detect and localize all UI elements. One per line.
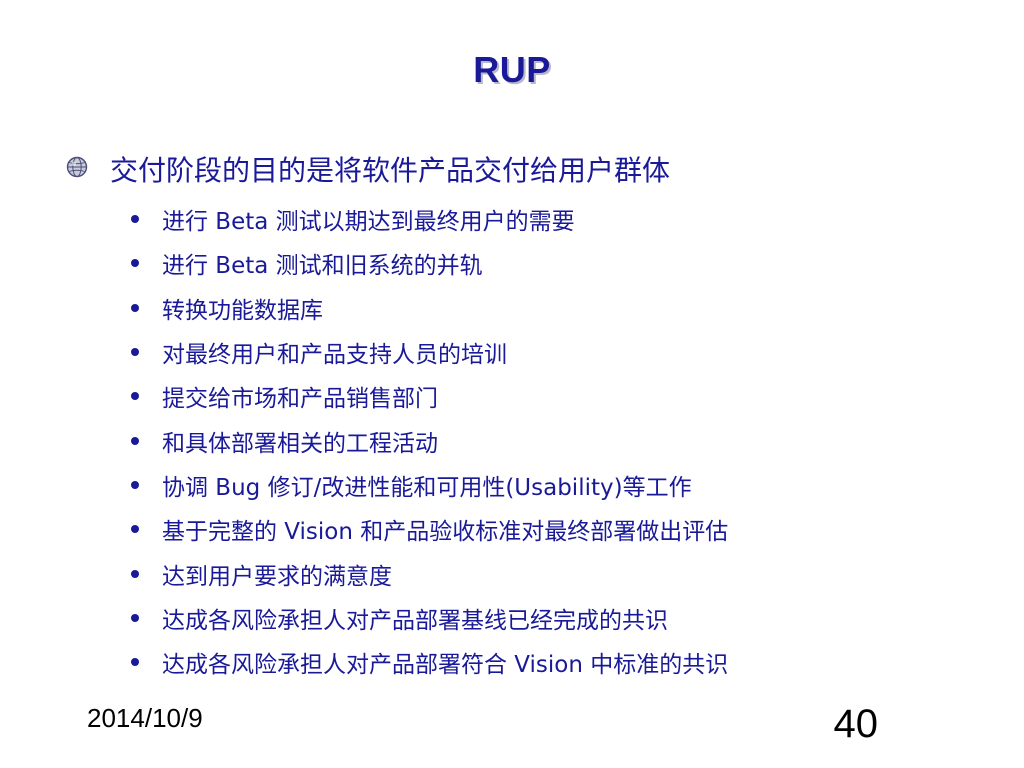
sub-point-text: 进行 Beta 测试以期达到最终用户的需要 — [162, 209, 575, 236]
sub-point-text: 基于完整的 Vision 和产品验收标准对最终部署做出评估 — [162, 519, 729, 546]
main-point: 交付阶段的目的是将软件产品交付给用户群体 — [66, 147, 670, 191]
list-item: 基于完整的 Vision 和产品验收标准对最终部署做出评估 — [128, 507, 728, 551]
sub-point-text: 提交给市场和产品销售部门 — [162, 386, 438, 413]
list-item: 提交给市场和产品销售部门 — [128, 374, 728, 418]
sub-point-text: 进行 Beta 测试和旧系统的并轨 — [162, 253, 483, 280]
dot-bullet-icon — [131, 392, 139, 401]
dot-bullet-icon — [131, 259, 139, 268]
list-item: 对最终用户和产品支持人员的培训 — [128, 330, 728, 374]
page-number: 40 — [833, 702, 879, 746]
dot-bullet-icon — [131, 480, 139, 489]
dot-bullet-icon — [131, 436, 139, 445]
dot-bullet-icon — [131, 525, 139, 534]
sub-point-text: 达成各风险承担人对产品部署基线已经完成的共识 — [162, 607, 668, 634]
sub-point-text: 对最终用户和产品支持人员的培训 — [162, 342, 507, 369]
dot-bullet-icon — [131, 658, 139, 667]
sub-point-text: 和具体部署相关的工程活动 — [162, 430, 438, 457]
dot-bullet-icon — [131, 569, 139, 578]
list-item: 和具体部署相关的工程活动 — [128, 418, 728, 462]
globe-bullet-icon — [66, 156, 88, 178]
sub-point-text: 转换功能数据库 — [162, 297, 323, 324]
dot-bullet-icon — [131, 215, 139, 224]
slide-title: RUP — [473, 49, 551, 90]
list-item: 进行 Beta 测试以期达到最终用户的需要 — [128, 197, 728, 241]
list-item: 协调 Bug 修订/改进性能和可用性(Usability)等工作 — [128, 463, 728, 507]
list-item: 转换功能数据库 — [128, 286, 728, 330]
main-point-text: 交付阶段的目的是将软件产品交付给用户群体 — [110, 154, 671, 187]
sub-point-text: 达成各风险承担人对产品部署符合 Vision 中标准的共识 — [162, 652, 729, 679]
list-item: 达成各风险承担人对产品部署符合 Vision 中标准的共识 — [128, 640, 728, 684]
sub-point-text: 达到用户要求的满意度 — [162, 563, 392, 590]
dot-bullet-icon — [131, 613, 139, 622]
sub-point-list: 进行 Beta 测试以期达到最终用户的需要 进行 Beta 测试和旧系统的并轨 … — [128, 197, 728, 684]
footer-date: 2014/10/9 — [87, 703, 203, 733]
list-item: 达到用户要求的满意度 — [128, 551, 728, 595]
list-item: 进行 Beta 测试和旧系统的并轨 — [128, 241, 728, 285]
dot-bullet-icon — [131, 303, 139, 312]
list-item: 达成各风险承担人对产品部署基线已经完成的共识 — [128, 596, 728, 640]
sub-point-text: 协调 Bug 修订/改进性能和可用性(Usability)等工作 — [162, 474, 692, 501]
dot-bullet-icon — [131, 348, 139, 357]
